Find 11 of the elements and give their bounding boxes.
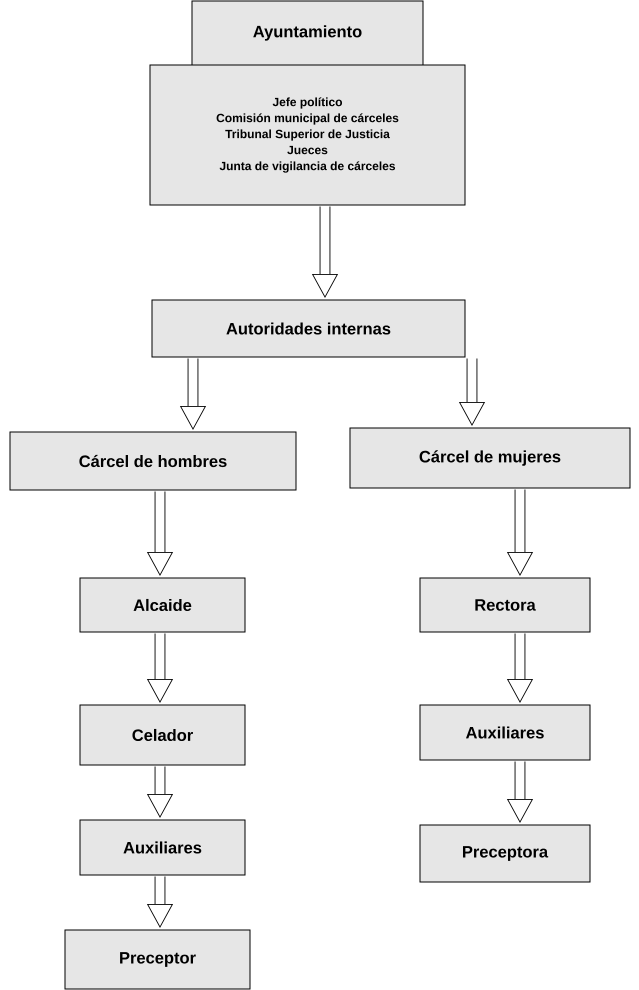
org-box: Auxiliares — [80, 820, 246, 876]
org-box: Celador — [80, 704, 246, 766]
org-box: Alcaide — [80, 578, 246, 632]
org-box: Ayuntamiento — [192, 0, 424, 66]
org-box: Preceptora — [420, 824, 590, 882]
org-box: Preceptor — [64, 930, 250, 990]
org-box: Cárcel de mujeres — [350, 428, 630, 488]
org-box: Rectora — [420, 578, 590, 632]
org-box: Cárcel de hombres — [10, 432, 296, 490]
org-box: Autoridades internas — [152, 300, 466, 358]
org-box: Auxiliares — [420, 704, 590, 760]
